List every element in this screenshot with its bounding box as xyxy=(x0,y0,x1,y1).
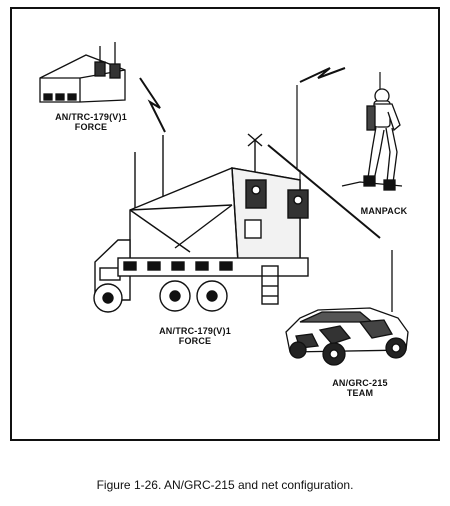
truck-station-label: AN/TRC-179(V)1 FORCE xyxy=(140,326,250,346)
truck-drawing xyxy=(93,133,309,313)
hmmwv-drawing xyxy=(285,250,409,366)
top-station-line1: AN/TRC-179(V)1 xyxy=(55,112,127,122)
top-shelter-drawing xyxy=(39,42,126,103)
top-station-label: AN/TRC-179(V)1 FORCE xyxy=(36,112,146,132)
truck-station-line1: AN/TRC-179(V)1 xyxy=(159,326,231,336)
radio-link-manpack xyxy=(299,67,346,83)
radio-link-top xyxy=(139,77,166,133)
team-line2: TEAM xyxy=(346,388,374,398)
team-line1: AN/GRC-215 xyxy=(332,378,388,388)
truck-station-line2: FORCE xyxy=(178,336,212,346)
top-station-line2: FORCE xyxy=(74,122,108,132)
figure-caption: Figure 1-26. AN/GRC-215 and net configur… xyxy=(96,478,354,492)
manpack-label: MANPACK xyxy=(360,206,408,216)
manpack-soldier-drawing xyxy=(341,72,403,191)
team-label: AN/GRC-215 TEAM xyxy=(310,378,410,398)
